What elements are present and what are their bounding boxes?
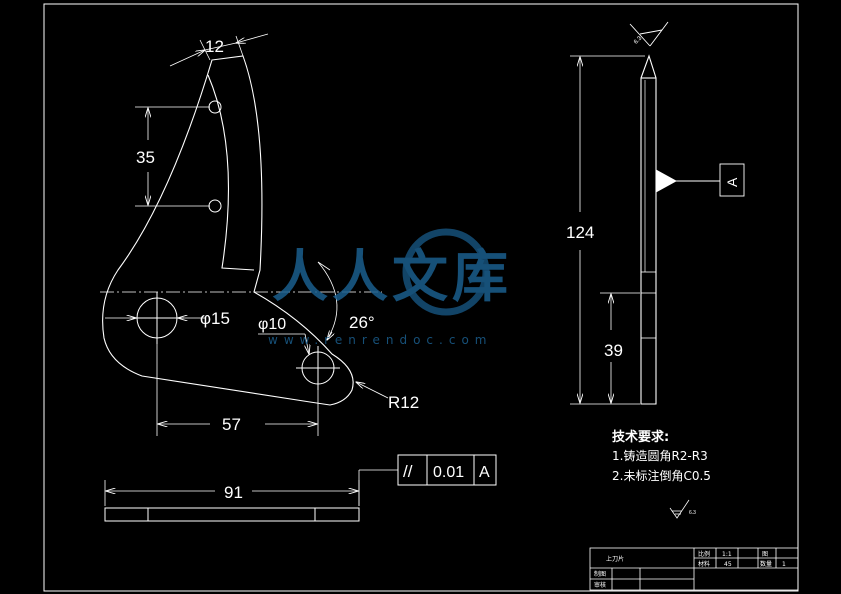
watermark: 人人文库 www.renrendoc.com [268,228,512,347]
dim-phi10 [258,333,309,354]
small-hole-lower [208,199,222,213]
pin-holes [208,100,222,213]
hole-phi15 [130,292,184,344]
dim-12 [169,33,269,67]
dim-12-label: 12 [205,37,224,56]
title-material-label: 材料 [698,560,710,568]
dim-57 [156,342,319,436]
tech-requirement-1: 1.铸造圆角R2-R3 [612,448,708,463]
title-checked-label: 审核 [594,581,606,589]
title-ratio-label: 比例 [698,550,710,558]
dim-91 [104,469,398,506]
dim-91-label: 91 [224,483,243,502]
watermark-logo-ring [402,228,490,316]
title-block [589,547,799,591]
dim-124 [570,55,645,405]
drawing-border [43,3,799,592]
dim-phi10-label: φ10 [258,316,286,333]
dim-39-label: 39 [604,341,623,360]
roughness-symbol-bottom [669,499,690,519]
tech-requirement-2: 2.未标注倒角C0.5 [612,468,711,483]
dim-35-label: 35 [136,148,155,167]
tolerance-datum: A [479,464,490,481]
title-ratio-value: 1:1 [722,551,732,558]
watermark-brand: 人人文库 [272,245,512,310]
dim-57-label: 57 [222,415,241,434]
side-view [640,54,657,405]
hole-phi10 [296,346,340,390]
dim-angle-26-label: 26° [349,313,375,332]
tolerance-frame [397,454,497,486]
datum-a-flag [655,163,745,197]
roughness-bottom-value: 6.3 [689,510,696,516]
title-qty-value: 1 [782,561,786,568]
roughness-top-value: 6.3 [633,35,644,46]
tolerance-value: 0.01 [433,464,464,481]
dim-39 [600,292,640,403]
title-drawn-label: 制图 [594,570,606,578]
bottom-view [104,507,360,522]
dim-35 [135,106,210,207]
datum-a-label: A [724,177,740,187]
dim-phi15-label: φ15 [200,309,230,328]
tech-requirements-title: 技术要求: [612,429,669,445]
roughness-symbol-top [629,21,669,47]
watermark-url: www.renrendoc.com [268,333,492,347]
title-qty-label: 数量 [760,560,772,568]
dim-r12 [356,382,389,399]
tolerance-symbol: // [403,462,413,481]
title-material-value: 45 [724,561,732,568]
dim-angle-26 [317,261,338,340]
title-sheet-label: 图 [762,551,768,558]
blade-outline [102,55,354,406]
dim-r12-label: R12 [388,393,419,412]
title-part-name: 上刀片 [606,555,624,563]
dim-124-label: 124 [566,223,594,242]
